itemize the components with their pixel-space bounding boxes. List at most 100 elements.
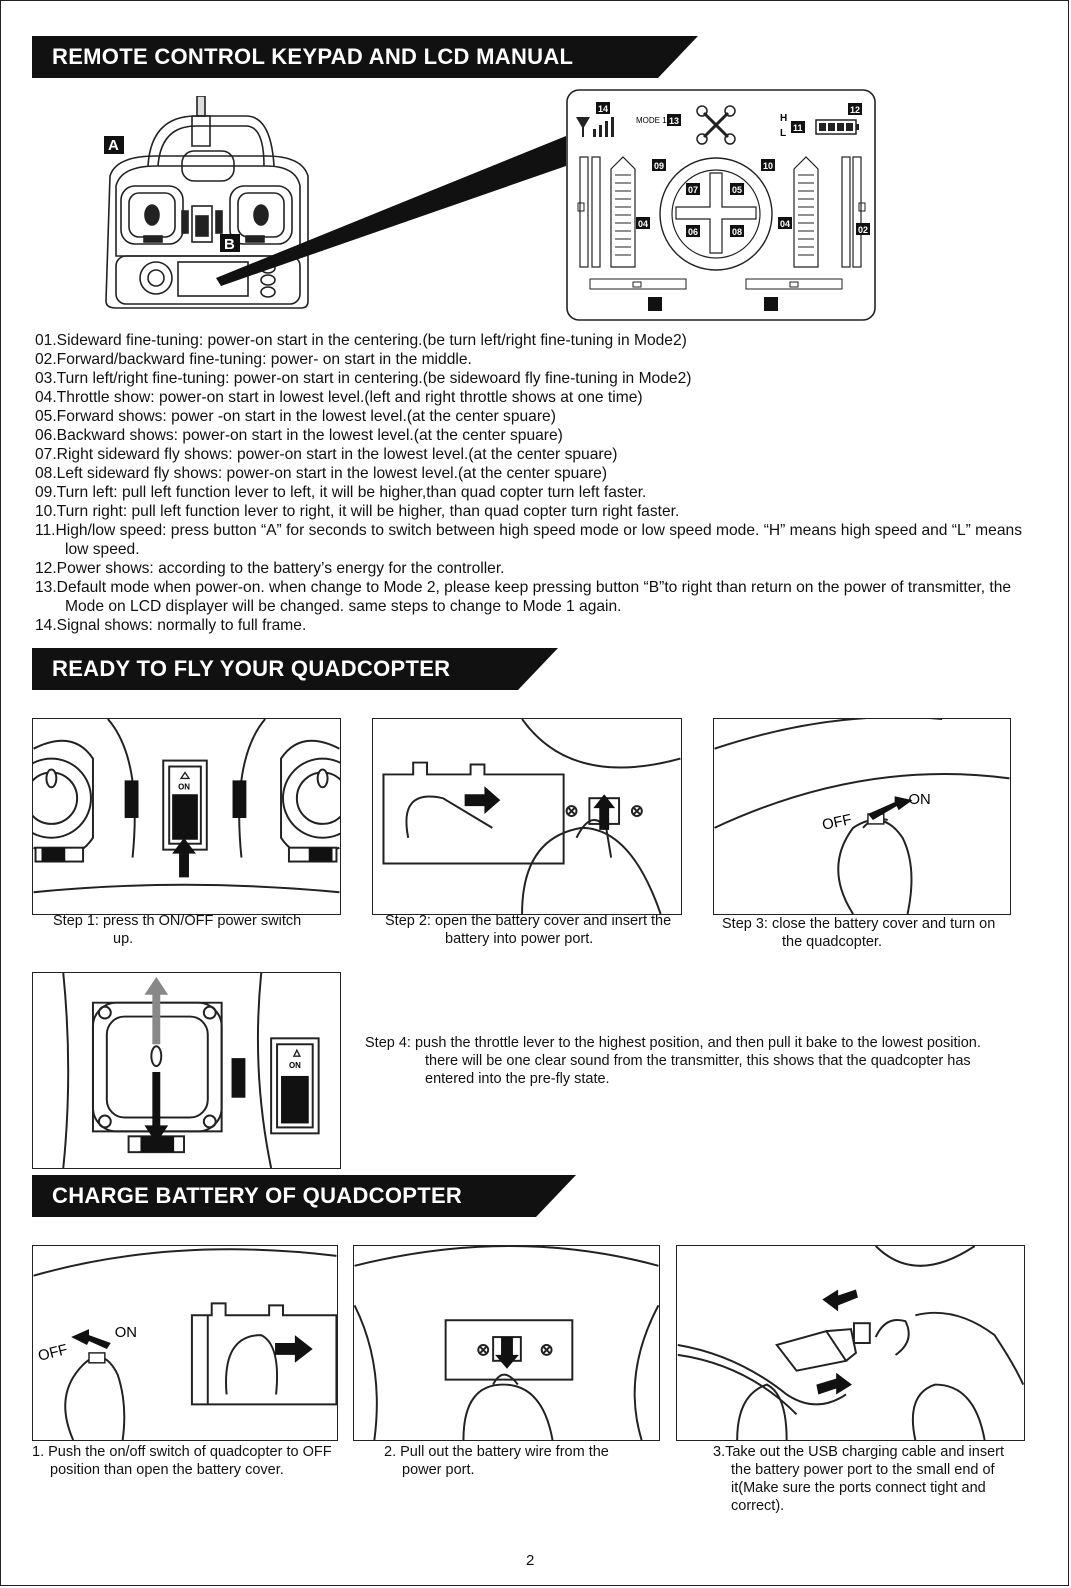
up-arrow-icon [144, 976, 169, 1045]
lcd-tag-14: 14 [598, 104, 608, 114]
left-arrow-icon [71, 1329, 111, 1349]
charge-step3-illustration [676, 1245, 1025, 1441]
manual-item: 07.Right sideward fly shows: power-on st… [35, 446, 618, 463]
lcd-tag-05: 05 [732, 185, 742, 195]
manual-item: 14.Signal shows: normally to full frame. [35, 617, 307, 634]
ready-step4-illustration: ON [32, 972, 341, 1169]
lcd-tag-09: 09 [654, 161, 664, 171]
step-text: press th ON/OFF power switch up. [102, 913, 302, 947]
section-title-keypad: REMOTE CONTROL KEYPAD AND LCD MANUAL [52, 44, 574, 69]
step-text: close the battery cover and turn on the … [771, 916, 996, 950]
lcd-tag-12: 12 [850, 105, 860, 115]
charge-step2-text: 2. Pull out the battery wire from the po… [384, 1444, 609, 1478]
right-arrow-icon [867, 796, 913, 820]
manual-item: 09.Turn left: pull left function lever t… [35, 484, 647, 501]
on-label: ON [115, 1325, 137, 1341]
charge-step1-illustration: OFF ON [32, 1245, 338, 1441]
lcd-mode-text: MODE 1 [636, 116, 667, 125]
switch-off-drawing: OFF ON [33, 1248, 337, 1440]
step-text: open the battery cover and insert the ba… [434, 913, 672, 947]
step-label: Step 1: [53, 913, 99, 929]
lcd-speed-h: H [780, 113, 787, 124]
charge-step3-caption: 3.Take out the USB charging cable and in… [713, 1443, 1013, 1515]
charge-step3-text: 3.Take out the USB charging cable and in… [713, 1444, 1004, 1514]
battery-unplug-drawing [354, 1246, 659, 1440]
label-a: A [108, 137, 119, 154]
banner-shape [32, 648, 558, 690]
right-arrow-icon [275, 1335, 313, 1363]
remote-drawing: A B [104, 95, 566, 309]
manual-item: 04.Throttle show: power-on start in lowe… [35, 389, 643, 406]
switch-on-label: ON [178, 782, 190, 791]
ready-step1-caption: Step 1: press th ON/OFF power switch up. [53, 912, 323, 948]
manual-item: 11.High/low speed: press button “A” for … [35, 522, 1022, 558]
drone-icon [696, 105, 736, 145]
off-label: OFF [37, 1342, 70, 1365]
charge-step2-illustration [353, 1245, 660, 1441]
section-banner-keypad: REMOTE CONTROL KEYPAD AND LCD MANUAL [32, 36, 698, 78]
battery-icon [815, 119, 859, 135]
lcd-diagram: 14 MODE 1 13 H L 11 12 [566, 89, 876, 321]
manual-item: 03.Turn left/right fine-tuning: power-on… [35, 370, 692, 387]
charge-step2-caption: 2. Pull out the battery wire from the po… [384, 1443, 644, 1479]
banner-shape [32, 36, 698, 78]
charge-step1-caption: 1. Push the on/off switch of quadcopter … [32, 1443, 352, 1479]
battery-insert-drawing [382, 719, 681, 914]
manual-item: 08.Left sideward fly shows: power-on sta… [35, 465, 608, 482]
ready-step3-caption: Step 3: close the battery cover and turn… [722, 915, 1012, 951]
step-label: Step 4: [365, 1035, 411, 1051]
lcd-tag-04-left: 04 [638, 219, 648, 229]
manual-item: 06.Backward shows: power-on start in the… [35, 427, 563, 444]
right-arrow-icon [464, 786, 501, 815]
manual-item: 12.Power shows: according to the battery… [35, 560, 505, 577]
usb-cable-drawing [677, 1246, 1024, 1440]
lcd-manual-list: 01.Sideward fine-tuning: power-on start … [35, 331, 1035, 635]
charge-step1-text: 1. Push the on/off switch of quadcopter … [32, 1444, 332, 1478]
step-label: Step 2: [385, 913, 431, 929]
lcd-tag-13: 13 [669, 116, 679, 126]
page-number: 2 [526, 1552, 535, 1569]
lcd-tag-11: 11 [793, 123, 803, 133]
lcd-tag-04-right: 04 [780, 219, 790, 229]
manual-item: 05.Forward shows: power -on start in the… [35, 408, 556, 425]
ready-step4-caption: Step 4: push the throttle lever to the h… [365, 1034, 985, 1088]
throttle-drawing: ON [62, 973, 320, 1168]
up-arrow-icon [593, 794, 616, 830]
right-arrow-icon [816, 1372, 852, 1395]
ready-step2-caption: Step 2: open the battery cover and inser… [385, 912, 685, 948]
lcd-tag-08: 08 [732, 227, 742, 237]
off-label: OFF [821, 812, 853, 834]
switch-on-label: ON [289, 1061, 301, 1070]
down-arrow-icon [495, 1337, 519, 1369]
ready-step2-illustration [372, 718, 682, 915]
section-banner-charge: CHARGE BATTERY OF QUADCOPTER [32, 1175, 576, 1217]
banner-shape [32, 1175, 576, 1217]
section-banner-ready: READY TO FLY YOUR QUADCOPTER [32, 648, 558, 690]
power-switch-drawing: ON [33, 719, 340, 894]
lcd-tag-10: 10 [763, 161, 773, 171]
step-label: Step 3: [722, 916, 768, 932]
ready-step1-illustration: ON [32, 718, 341, 915]
manual-item: 02.Forward/backward fine-tuning: power- … [35, 351, 472, 368]
on-label: ON [909, 792, 931, 808]
manual-item: 01.Sideward fine-tuning: power-on start … [35, 332, 687, 349]
step-text: push the throttle lever to the highest p… [414, 1035, 981, 1087]
manual-item: 10.Turn right: pull left function lever … [35, 503, 680, 520]
lcd-tag-02: 02 [858, 225, 868, 235]
lcd-tag-06: 06 [688, 227, 698, 237]
lcd-drawing: 14 MODE 1 13 H L 11 12 [566, 89, 876, 321]
manual-item: 13.Default mode when power-on. when chan… [35, 579, 1012, 615]
down-arrow-icon [144, 1071, 169, 1144]
remote-illustration: A B [96, 95, 566, 316]
label-b: B [224, 236, 235, 253]
signal-icon [576, 117, 614, 137]
section-title-charge: CHARGE BATTERY OF QUADCOPTER [52, 1183, 463, 1208]
up-arrow-icon [172, 837, 196, 878]
left-arrow-icon [822, 1289, 858, 1312]
section-title-ready: READY TO FLY YOUR QUADCOPTER [52, 656, 451, 681]
switch-on-drawing: OFF ON [714, 719, 1010, 914]
lcd-speed-l: L [780, 128, 786, 139]
ready-step3-illustration: OFF ON [713, 718, 1011, 915]
lcd-tag-07: 07 [688, 185, 698, 195]
